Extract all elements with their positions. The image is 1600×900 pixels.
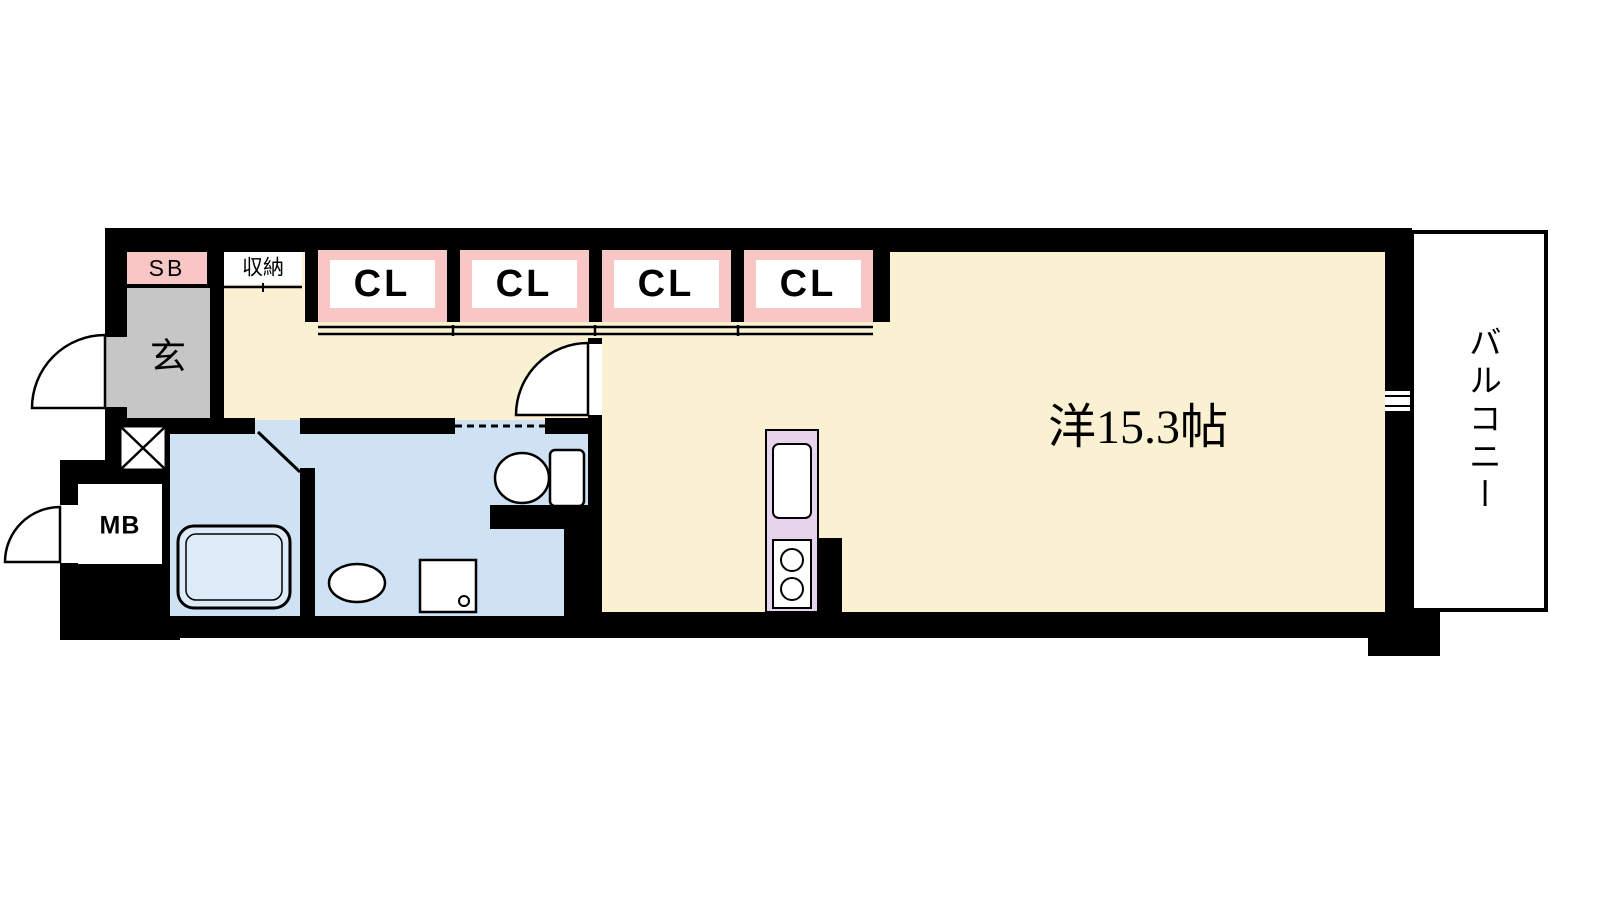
storage-label: 収納 bbox=[242, 257, 284, 280]
toilet-bowl bbox=[493, 451, 551, 505]
entrance-label: 玄 bbox=[150, 336, 186, 376]
mb-box bbox=[78, 484, 162, 564]
sb-box bbox=[127, 252, 207, 284]
storage-box bbox=[224, 252, 302, 284]
pipe-shaft-x2 bbox=[119, 425, 167, 471]
mb-label: MB bbox=[100, 512, 141, 540]
balcony-label: バルコニー bbox=[1463, 325, 1500, 515]
wall-bath-partition bbox=[300, 468, 315, 616]
window-gap bbox=[1385, 391, 1412, 411]
main-room-label: 洋15.3帖 bbox=[1048, 401, 1228, 454]
kitchen-sink bbox=[772, 443, 812, 519]
closet-2-inner bbox=[472, 260, 577, 308]
sb-label: SB bbox=[149, 255, 186, 281]
stove-burner-2 bbox=[780, 577, 804, 601]
bathtub bbox=[176, 524, 292, 610]
wall-kitchen-right bbox=[818, 538, 842, 612]
toilet-tank bbox=[548, 448, 586, 508]
balcony-area bbox=[1410, 230, 1548, 612]
washbasin bbox=[327, 562, 387, 604]
kitchen bbox=[765, 429, 819, 613]
room-door-swing bbox=[514, 341, 590, 417]
washer-drain bbox=[458, 595, 470, 607]
wall-bath-top-b bbox=[545, 418, 588, 434]
pipe-shaft bbox=[118, 424, 168, 472]
wall-door-stub bbox=[588, 338, 602, 348]
wall-bath-right bbox=[588, 415, 602, 616]
entrance-door-gap bbox=[105, 337, 128, 407]
bath-door-leaf bbox=[256, 430, 302, 474]
closet-3-label: CL bbox=[638, 263, 695, 305]
stove-burner-1 bbox=[780, 548, 804, 572]
closet-4-inner bbox=[756, 260, 861, 308]
closet-4-label: CL bbox=[780, 263, 837, 305]
room-door-gap bbox=[588, 344, 602, 415]
balcony-window bbox=[1385, 391, 1412, 411]
mb-door-gap bbox=[60, 505, 78, 563]
mb-door-swing bbox=[3, 505, 62, 564]
closets: CL CL CL CL bbox=[318, 250, 873, 336]
wall-bath-top-a bbox=[300, 418, 455, 434]
entrance-door-swing bbox=[30, 333, 107, 410]
closet-1-inner bbox=[330, 260, 435, 308]
wall-washroom-right bbox=[564, 505, 588, 616]
bathroom-fixtures bbox=[176, 448, 586, 614]
closet-1-label: CL bbox=[354, 263, 411, 305]
closet-3-inner bbox=[614, 260, 719, 308]
entrance-floor bbox=[127, 288, 210, 420]
bathtub-inner bbox=[185, 533, 283, 601]
closet-2-label: CL bbox=[496, 263, 553, 305]
